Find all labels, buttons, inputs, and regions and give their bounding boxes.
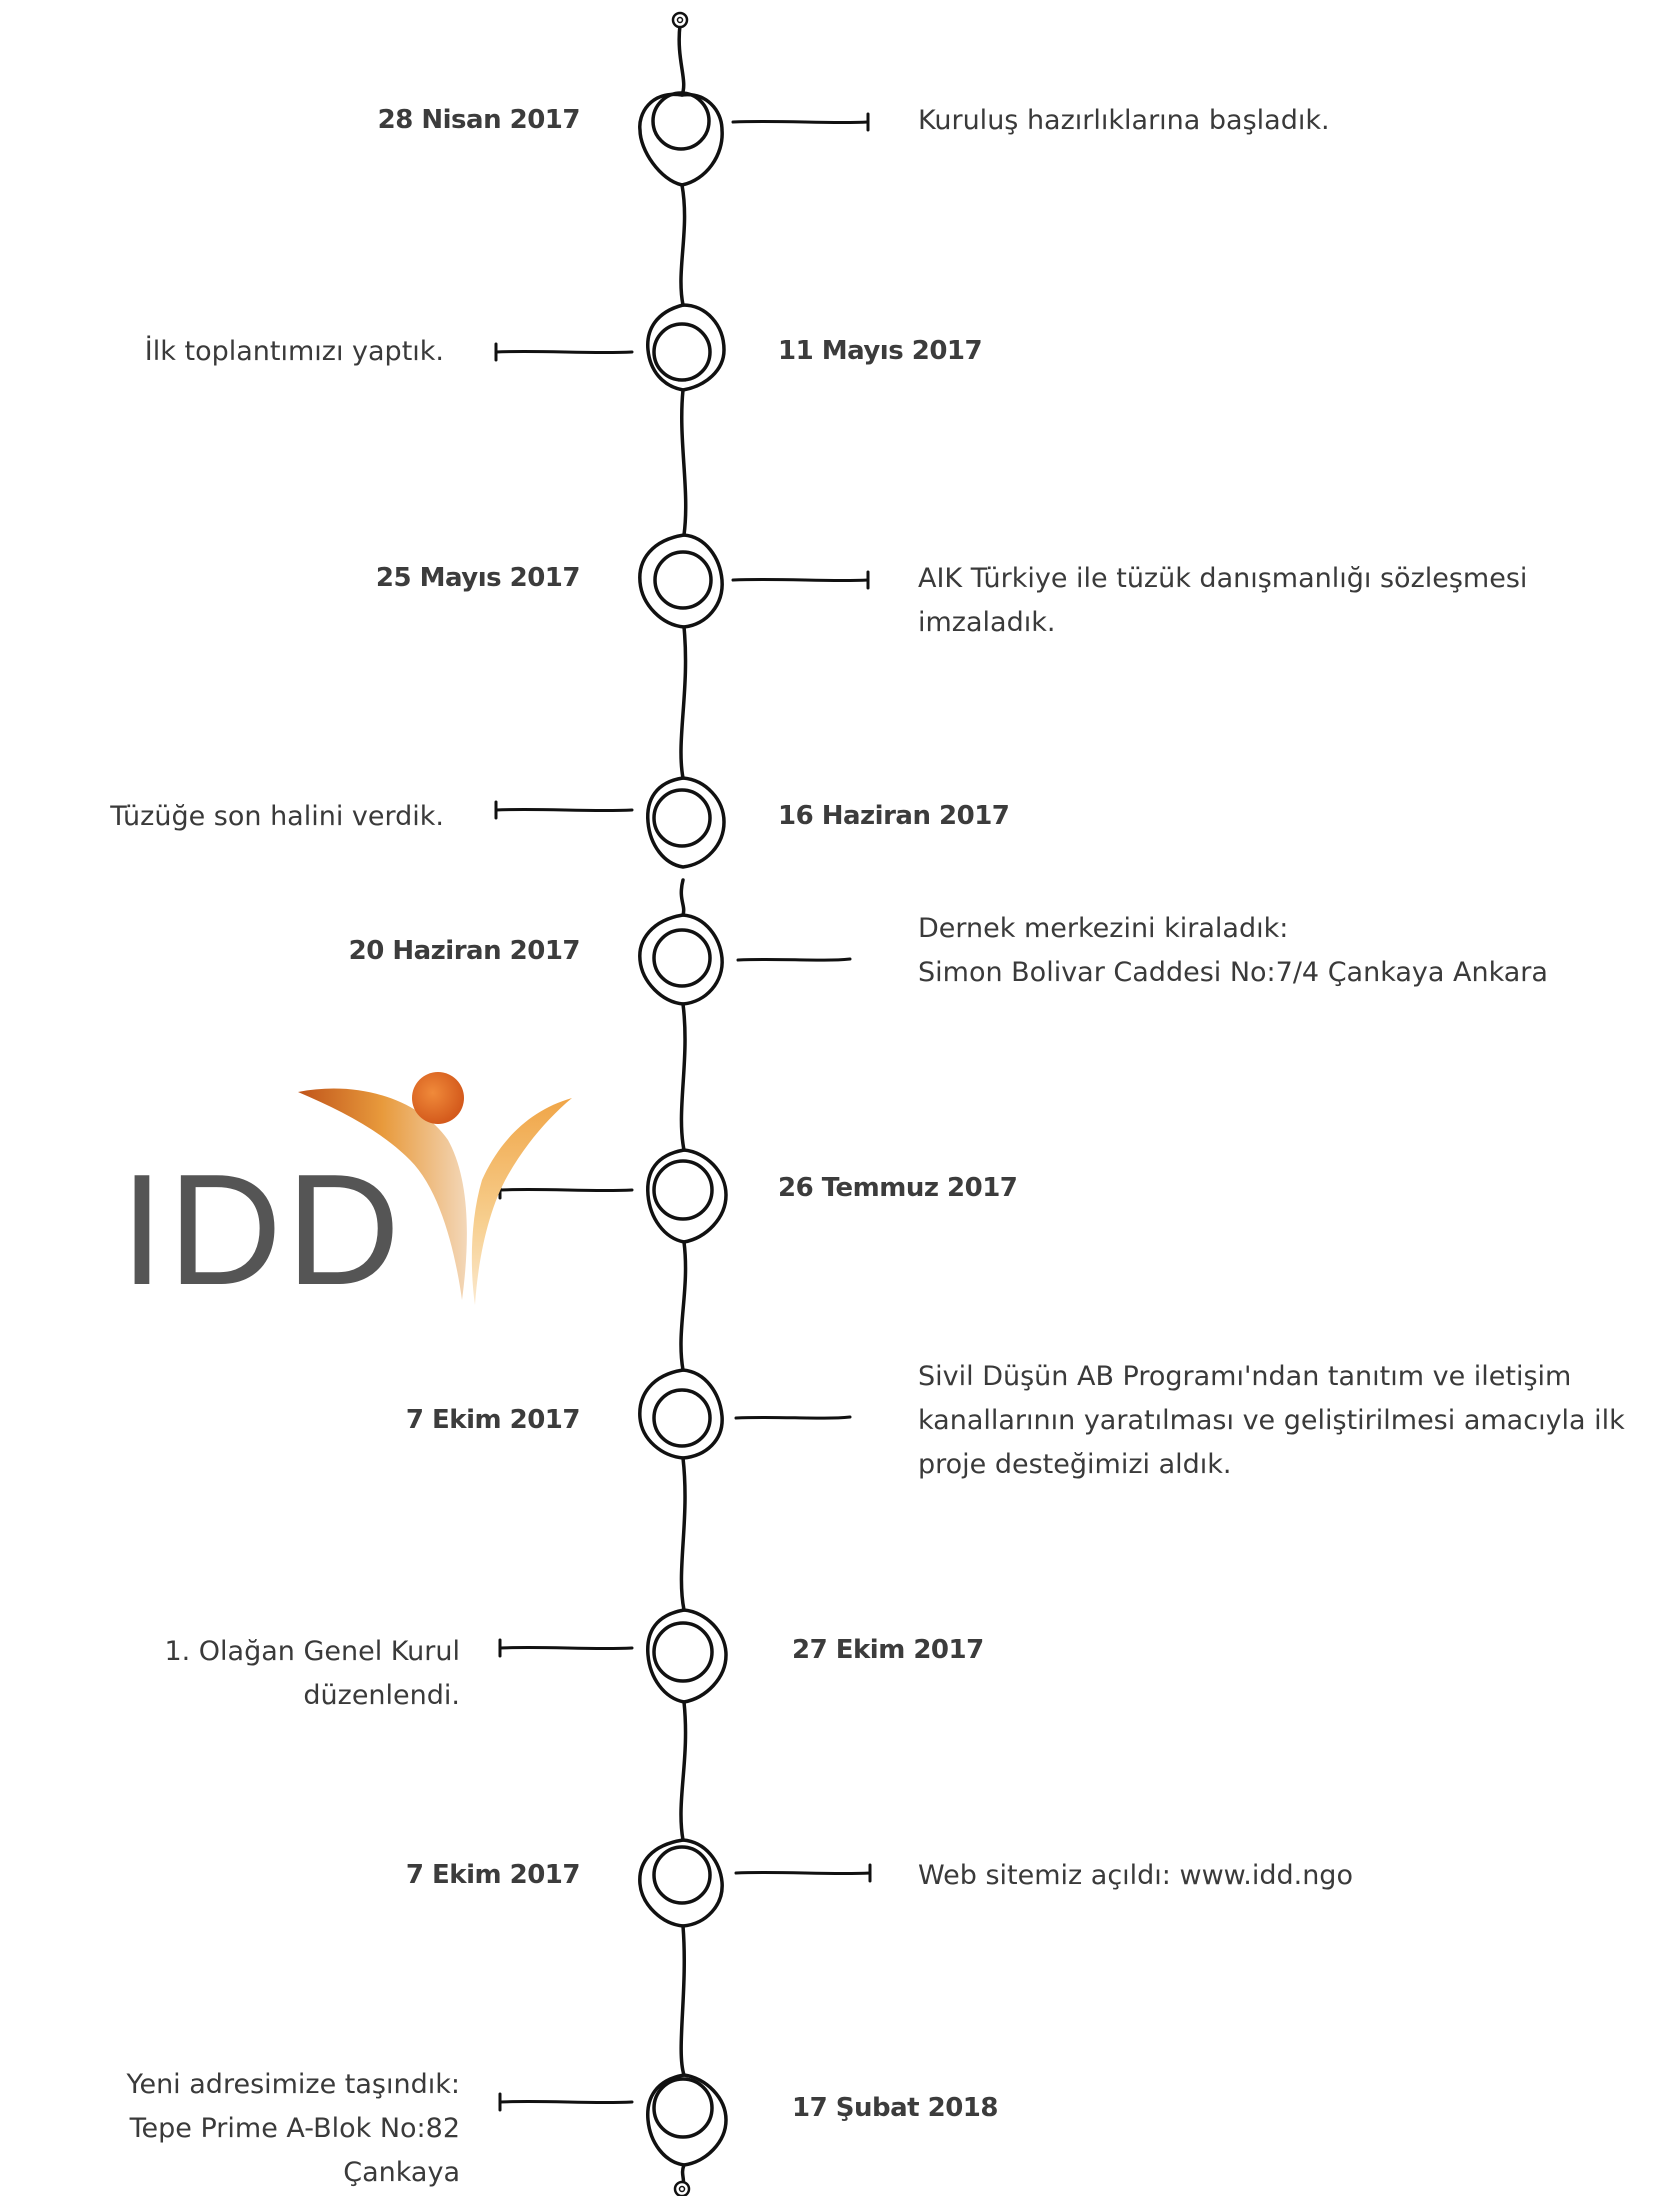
event-description: İlk toplantımızı yaptık. bbox=[144, 336, 444, 367]
logo-figure bbox=[298, 1072, 572, 1305]
event-description: AIK Türkiye ile tüzük danışmanlığı sözle… bbox=[918, 563, 1528, 638]
timeline-node bbox=[638, 1838, 724, 1928]
event-description: Dernek merkezini kiraladık: Simon Boliva… bbox=[918, 913, 1548, 988]
timeline-node bbox=[638, 913, 724, 1006]
timeline-end-knob bbox=[673, 2180, 691, 2196]
event-date: 25 Mayıs 2017 bbox=[375, 563, 581, 593]
logo-text: IDD bbox=[120, 1142, 405, 1318]
event-description: Sivil Düşün AB Programı'ndan tanıtım ve … bbox=[918, 1361, 1625, 1480]
event-date: 7 Ekim 2017 bbox=[405, 1405, 581, 1435]
event-description: 1. Olağan Genel Kurul düzenlendi. bbox=[164, 1636, 460, 1711]
event-date: 20 Haziran 2017 bbox=[348, 936, 581, 966]
timeline-start-knob bbox=[671, 11, 689, 29]
event-description: Tüzüğe son halini verdik. bbox=[110, 801, 444, 832]
event-description: Kuruluş hazırlıklarına başladık. bbox=[918, 105, 1330, 136]
timeline-node bbox=[646, 303, 726, 392]
event-date: 17 Şubat 2018 bbox=[792, 2093, 998, 2123]
idd-logo: IDD bbox=[120, 1065, 590, 1315]
timeline-node bbox=[646, 2073, 728, 2167]
connector bbox=[494, 342, 634, 2112]
event-date: 28 Nisan 2017 bbox=[377, 105, 581, 135]
timeline-node bbox=[646, 1608, 728, 1704]
timeline-node bbox=[638, 1368, 724, 1460]
event-date: 16 Haziran 2017 bbox=[778, 801, 1010, 831]
event-date: 27 Ekim 2017 bbox=[792, 1635, 984, 1665]
timeline-spine bbox=[677, 23, 688, 2187]
event-description: Web sitemiz açıldı: www.idd.ngo bbox=[918, 1860, 1353, 1891]
timeline-node bbox=[646, 776, 726, 869]
event-date: 11 Mayıs 2017 bbox=[778, 336, 983, 366]
timeline-node bbox=[646, 1148, 728, 1244]
timeline-node bbox=[638, 91, 724, 187]
event-date: 26 Temmuz 2017 bbox=[778, 1173, 1018, 1203]
event-date: 7 Ekim 2017 bbox=[405, 1860, 581, 1890]
timeline-node bbox=[638, 533, 724, 629]
event-description: Yeni adresimize taşındık: Tepe Prime A-B… bbox=[126, 2069, 460, 2188]
connector bbox=[731, 112, 872, 1883]
